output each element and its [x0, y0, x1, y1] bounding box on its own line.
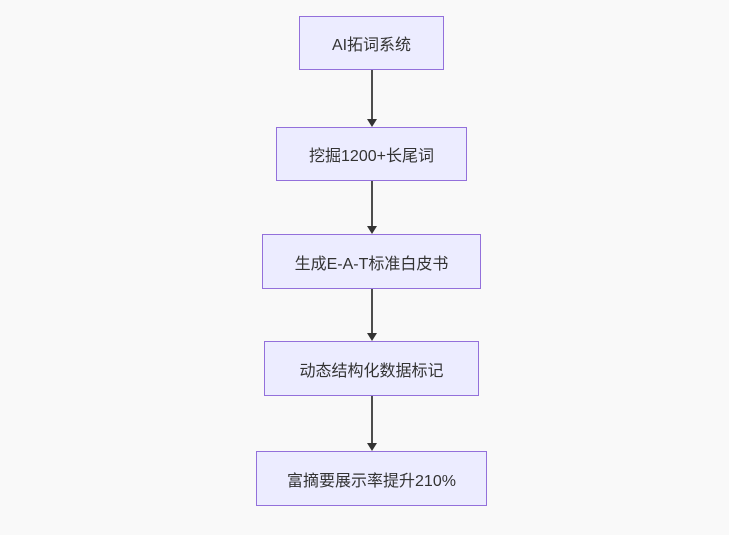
- flow-node-longtail-mining: 挖掘1200+长尾词: [276, 127, 467, 181]
- arrow-shaft: [371, 396, 373, 443]
- arrow-shaft: [371, 181, 373, 226]
- arrow-head-down-icon: [367, 226, 377, 234]
- arrow-shaft: [371, 70, 373, 119]
- flow-node-rich-snippet-result: 富摘要展示率提升210%: [256, 451, 487, 506]
- flow-arrow-2: [366, 181, 378, 234]
- flow-node-label: 动态结构化数据标记: [299, 362, 444, 380]
- flow-node-ai-word-expansion: AI拓词系统: [299, 16, 444, 70]
- arrow-head-down-icon: [367, 333, 377, 341]
- flow-arrow-4: [366, 396, 378, 451]
- flow-node-label: 富摘要展示率提升210%: [287, 472, 456, 490]
- flow-node-eat-whitepaper: 生成E-A-T标准白皮书: [262, 234, 481, 289]
- flow-node-label: AI拓词系统: [331, 37, 412, 54]
- flow-node-label: 生成E-A-T标准白皮书: [294, 255, 449, 273]
- flow-node-label: 挖掘1200+长尾词: [309, 148, 434, 165]
- flow-arrow-3: [366, 289, 378, 341]
- flow-arrow-1: [366, 70, 378, 127]
- flow-node-structured-data: 动态结构化数据标记: [264, 341, 479, 396]
- arrow-head-down-icon: [367, 119, 377, 127]
- arrow-head-down-icon: [367, 443, 377, 451]
- arrow-shaft: [371, 289, 373, 333]
